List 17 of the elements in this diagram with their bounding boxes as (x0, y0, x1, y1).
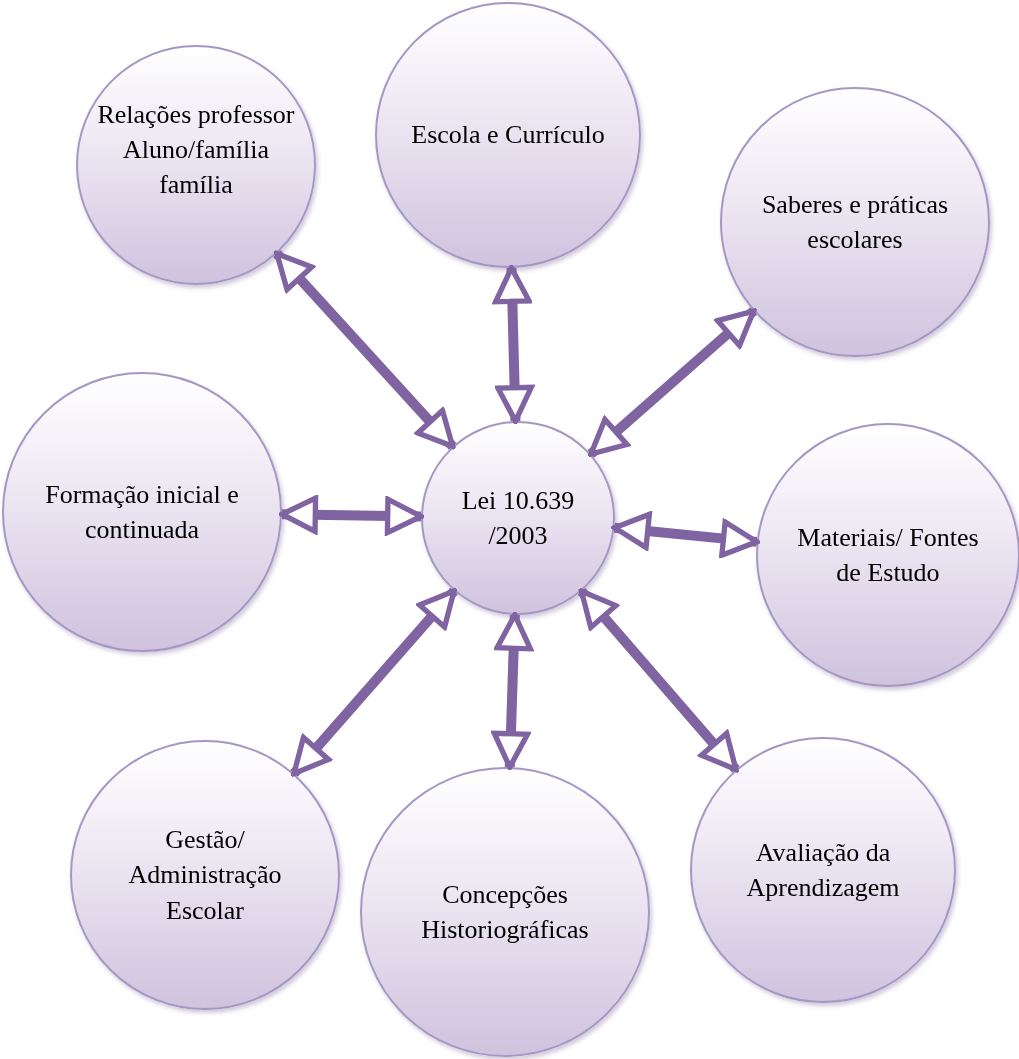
double-arrow (279, 495, 424, 536)
double-arrow (290, 587, 458, 777)
node-label: Escola e Currículo (411, 119, 605, 152)
double-arrow (491, 612, 534, 770)
node-label: Gestão/ Administração Escolar (127, 824, 283, 927)
node-label: Concepções Historiográficas (420, 878, 590, 946)
node-label: Lei 10.639 /2003 (460, 484, 576, 552)
node-label: Materiais/ Fontes de Estudo (796, 521, 980, 589)
node-label: Saberes e práticas escolares (760, 188, 950, 256)
double-arrow (273, 250, 457, 450)
double-arrow (577, 588, 740, 773)
double-arrow (611, 511, 760, 558)
double-arrow (587, 307, 757, 458)
double-arrow (493, 265, 534, 424)
node-label: Relações professor Aluno/família família (96, 99, 296, 202)
node-label: Avaliação da Aprendizagem (745, 836, 901, 904)
node-label: Formação inicial e continuada (44, 478, 240, 546)
